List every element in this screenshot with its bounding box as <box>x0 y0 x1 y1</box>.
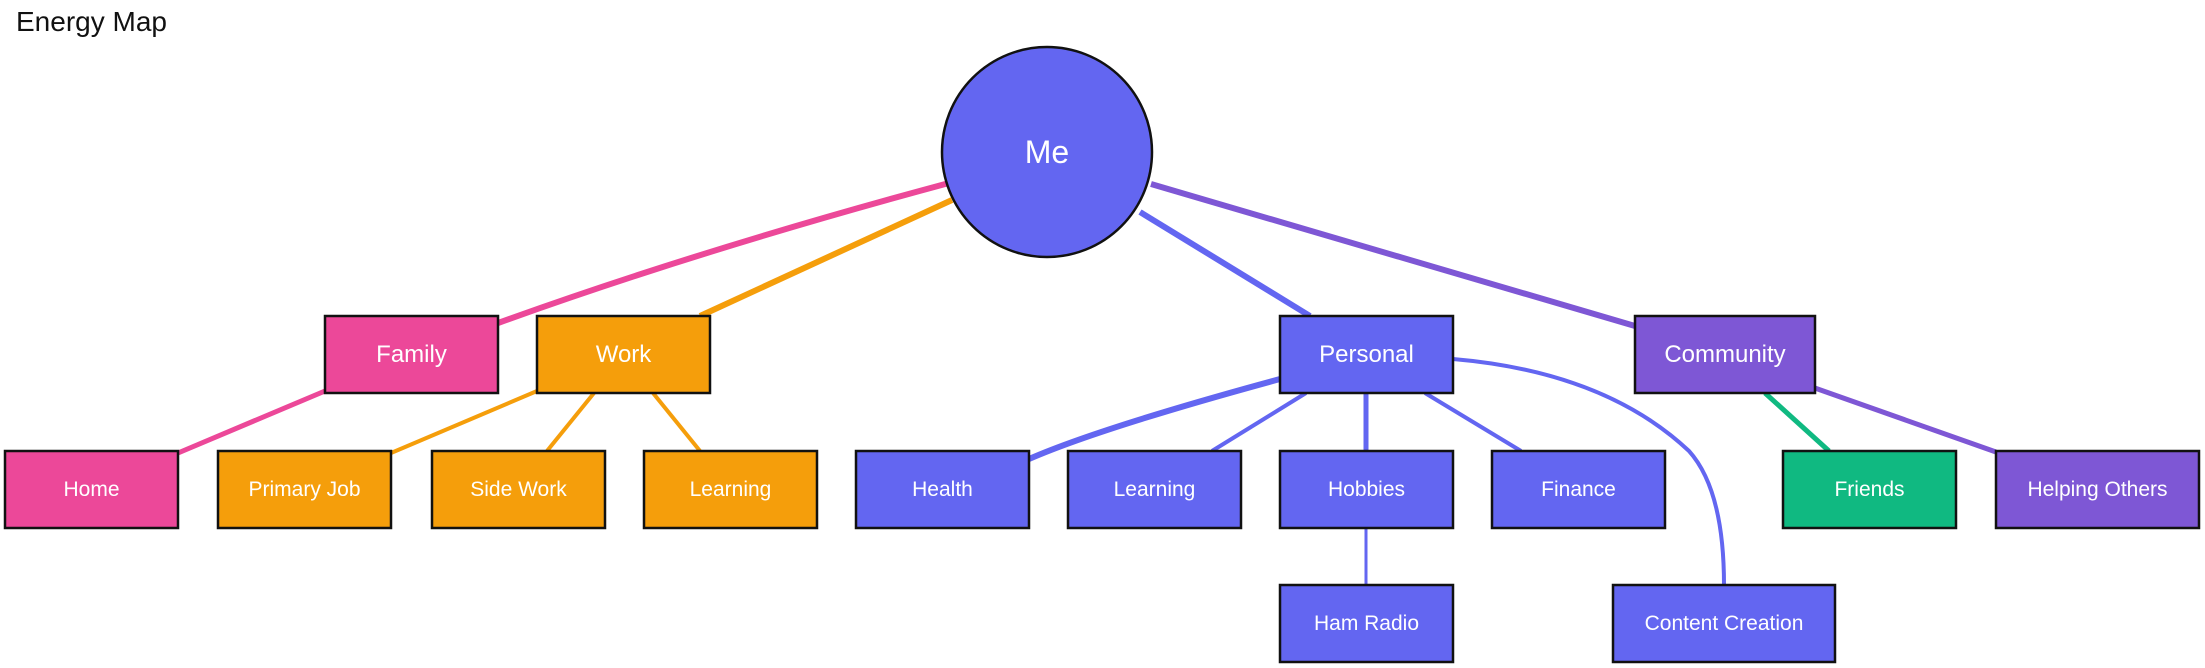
node-family-shape <box>323 314 500 395</box>
node-health-label: Health <box>912 478 973 501</box>
edges-layer <box>177 180 1997 586</box>
edge-work-to-learning-work <box>651 391 702 453</box>
edge-community-to-friends <box>1763 391 1831 453</box>
node-primary-job-shape <box>216 449 393 530</box>
node-learning-work-label: Learning <box>690 478 772 501</box>
node-learning-personal-label: Learning <box>1114 478 1196 501</box>
node-personal-label: Personal <box>1319 341 1414 368</box>
node-content-creation[interactable]: Content Creation <box>1611 583 1837 664</box>
node-ham-radio-shape <box>1278 583 1455 664</box>
node-me-label: Me <box>1025 134 1069 170</box>
node-helping-others[interactable]: Helping Others <box>1994 449 2201 530</box>
node-hobbies-shape <box>1278 449 1455 530</box>
node-side-work-label: Side Work <box>470 478 567 501</box>
edge-me-to-community <box>1150 181 1636 329</box>
node-hobbies-label: Hobbies <box>1328 478 1405 501</box>
node-family-label: Family <box>376 341 447 368</box>
node-friends-shape <box>1781 449 1958 530</box>
edge-me-to-personal <box>1138 209 1312 319</box>
node-content-creation-label: Content Creation <box>1645 612 1804 635</box>
node-finance-shape <box>1490 449 1667 530</box>
node-home[interactable]: Home <box>3 449 180 530</box>
edge-personal-to-finance <box>1423 391 1523 453</box>
node-side-work-shape <box>430 449 607 530</box>
edge-personal-to-learning-personal <box>1210 391 1308 453</box>
node-ham-radio[interactable]: Ham Radio <box>1278 583 1455 664</box>
node-learning-work-shape <box>642 449 819 530</box>
edge-family-to-home <box>177 388 326 456</box>
node-family[interactable]: Family <box>323 314 500 395</box>
node-ham-radio-label: Ham Radio <box>1314 612 1419 635</box>
node-side-work[interactable]: Side Work <box>430 449 607 530</box>
node-finance-label: Finance <box>1541 478 1616 501</box>
edge-me-to-family <box>496 180 950 326</box>
node-helping-others-shape <box>1994 449 2201 530</box>
node-learning-personal[interactable]: Learning <box>1066 449 1243 530</box>
node-content-creation-shape <box>1611 583 1837 664</box>
node-home-label: Home <box>63 478 119 501</box>
node-home-shape <box>3 449 180 530</box>
edge-personal-to-health <box>1027 376 1281 462</box>
edge-me-to-work <box>698 197 954 319</box>
page-title: Energy Map <box>16 6 167 37</box>
node-work[interactable]: Work <box>535 314 712 395</box>
node-primary-job[interactable]: Primary Job <box>216 449 393 530</box>
node-me-shape <box>940 45 1154 259</box>
node-work-label: Work <box>596 341 653 368</box>
node-friends-label: Friends <box>1834 478 1904 501</box>
node-finance[interactable]: Finance <box>1490 449 1667 530</box>
node-primary-job-label: Primary Job <box>248 478 360 501</box>
node-me[interactable]: Me <box>940 45 1154 259</box>
node-learning-work[interactable]: Learning <box>642 449 819 530</box>
node-work-shape <box>535 314 712 395</box>
node-personal-shape <box>1278 314 1455 395</box>
edge-work-to-primary-job <box>390 389 538 455</box>
node-health-shape <box>854 449 1031 530</box>
edge-community-to-helping-others <box>1811 384 1997 455</box>
node-personal[interactable]: Personal <box>1278 314 1455 395</box>
node-community[interactable]: Community <box>1633 314 1817 395</box>
edge-personal-to-content-creation <box>1452 357 1726 586</box>
node-community-label: Community <box>1664 341 1785 368</box>
node-community-shape <box>1633 314 1817 395</box>
node-learning-personal-shape <box>1066 449 1243 530</box>
node-hobbies[interactable]: Hobbies <box>1278 449 1455 530</box>
node-friends[interactable]: Friends <box>1781 449 1958 530</box>
node-health[interactable]: Health <box>854 449 1031 530</box>
node-helping-others-label: Helping Others <box>2027 478 2167 501</box>
edge-work-to-side-work <box>545 391 596 453</box>
